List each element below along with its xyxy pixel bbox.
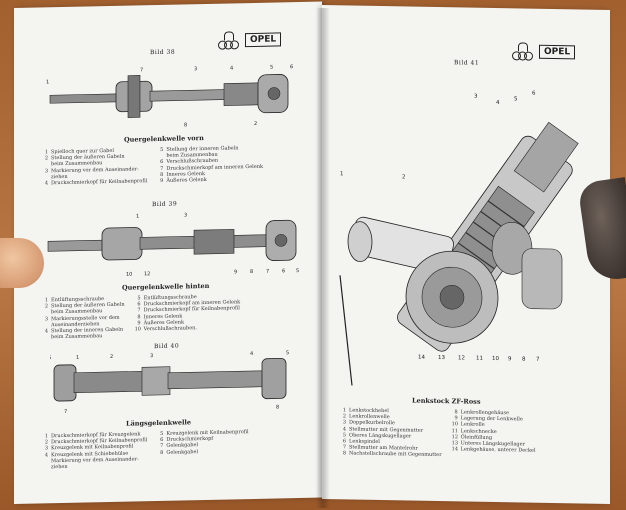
fig2-callout-3: 3 <box>184 212 187 218</box>
fig2-shaft-drawing: 1 3 10 12 9 8 7 6 5 <box>47 212 299 278</box>
fig3-callout-6: 6 <box>50 355 51 361</box>
fig4-callout-10: 10 <box>492 356 499 362</box>
fig2-callout-10: 10 <box>126 272 132 278</box>
holding-thumb <box>0 238 44 288</box>
fig1-callout-1: 1 <box>46 79 49 85</box>
fig3-callout-2: 2 <box>110 354 113 360</box>
legend-text: Druckschmierkopf für Keilnabenprofil <box>51 178 148 187</box>
opel-emblem-icon <box>218 31 240 50</box>
fig3-callout-4: 4 <box>250 351 253 357</box>
brand-logo-right: OPEL <box>512 42 576 61</box>
right-page: Bild 41 OPEL <box>322 4 610 505</box>
fig1-callout-8: 8 <box>184 122 187 128</box>
fig1-callout-2: 2 <box>254 121 257 127</box>
fig2-callout-9: 9 <box>234 269 237 275</box>
legend-item: beim Zusammenbau <box>42 333 125 341</box>
fig3-callout-7: 7 <box>64 409 67 415</box>
fig2-callout-5: 5 <box>296 268 299 274</box>
fig4-callout-3: 3 <box>474 94 478 100</box>
legend-number <box>42 464 48 470</box>
legend-number: 8 <box>160 449 164 456</box>
fig3-callout-1: 1 <box>76 355 79 361</box>
legend-text: Lenkgehäuse, unterer Deckel <box>460 446 536 454</box>
steering-gear-drawing: 3 4 5 6 1 2 14 13 12 11 10 9 8 7 <box>339 91 579 386</box>
legend-text: Nachstellschraube mit Gegenmutter <box>349 450 442 459</box>
book-gutter <box>316 8 330 508</box>
legend-text: Äußeres Gelenk <box>166 176 207 184</box>
fig4-callout-9: 9 <box>508 356 512 362</box>
fig1-shaft-drawing <box>49 74 289 118</box>
fig2-callout-7: 7 <box>266 269 269 275</box>
opel-emblem-icon <box>512 42 534 61</box>
legend-text: beim Zusammenbau <box>51 333 103 341</box>
fig4-callout-6: 6 <box>532 91 536 97</box>
fig3-caption: Längsgelenkwelle <box>126 418 192 428</box>
fig4-callout-12: 12 <box>458 355 465 361</box>
fig1-callout-4: 4 <box>230 65 233 71</box>
legend-number <box>42 335 48 341</box>
fig2-label: Bild 39 <box>152 200 178 209</box>
fig4-callout-8: 8 <box>522 356 526 362</box>
brand-logo-left: OPEL <box>218 30 282 50</box>
legend-text: Verschlußschrauben. <box>143 325 197 333</box>
fig3-shaft-drawing: 6 1 2 3 4 5 7 8 <box>50 350 289 415</box>
fig4-callout-11: 11 <box>476 356 483 362</box>
legend-number: 4 <box>44 180 48 187</box>
fig4-callout-2: 2 <box>402 174 405 180</box>
fig4-callout-4: 4 <box>496 100 500 106</box>
fig2-callout-12: 12 <box>144 271 150 277</box>
fig1-callout-3: 3 <box>194 66 197 72</box>
legend-text: Gelenkgabel <box>166 448 199 456</box>
fig4-label: Bild 41 <box>454 59 480 67</box>
fig1-callouts: 1 7 3 4 5 6 8 2 <box>14 2 322 128</box>
fig3-callout-8: 8 <box>276 404 279 410</box>
fig3-callout-5: 5 <box>286 350 289 356</box>
brand-wordmark: OPEL <box>245 32 282 48</box>
legend-number: 8 <box>342 450 346 457</box>
fig4-caption: Lenkstock ZF-Ross <box>412 396 481 406</box>
fig4-callout-1: 1 <box>340 171 343 177</box>
legend-number: 14 <box>451 446 459 453</box>
legend-number: 9 <box>160 177 164 184</box>
brand-wordmark: OPEL <box>539 44 576 60</box>
left-page: Bild 38 OPEL 1 7 3 4 <box>14 1 322 505</box>
fig4-callout-5: 5 <box>514 96 518 102</box>
fig4-callout-13: 13 <box>438 355 445 361</box>
fig2-caption: Quergelenkwelle hinten <box>122 281 210 292</box>
fig1-caption: Quergelenkwelle vorn <box>124 134 204 144</box>
legend-number: 10 <box>134 326 141 333</box>
legend-item: ziehen <box>42 462 147 470</box>
fig1-callout-5: 5 <box>270 65 273 71</box>
legend-text: ziehen <box>51 463 68 471</box>
fig3-callout-3: 3 <box>150 353 153 359</box>
fig2-callout-8: 8 <box>250 269 253 275</box>
fig2-callout-1: 1 <box>136 213 139 219</box>
fig2-callout-6: 6 <box>282 268 285 274</box>
fig1-callout-6: 6 <box>290 64 293 70</box>
fig1-callout-7: 7 <box>140 67 143 73</box>
fig4-callout-7: 7 <box>536 357 540 363</box>
fig4-callout-14: 14 <box>418 355 425 361</box>
fig1-label: Bild 38 <box>150 48 176 57</box>
